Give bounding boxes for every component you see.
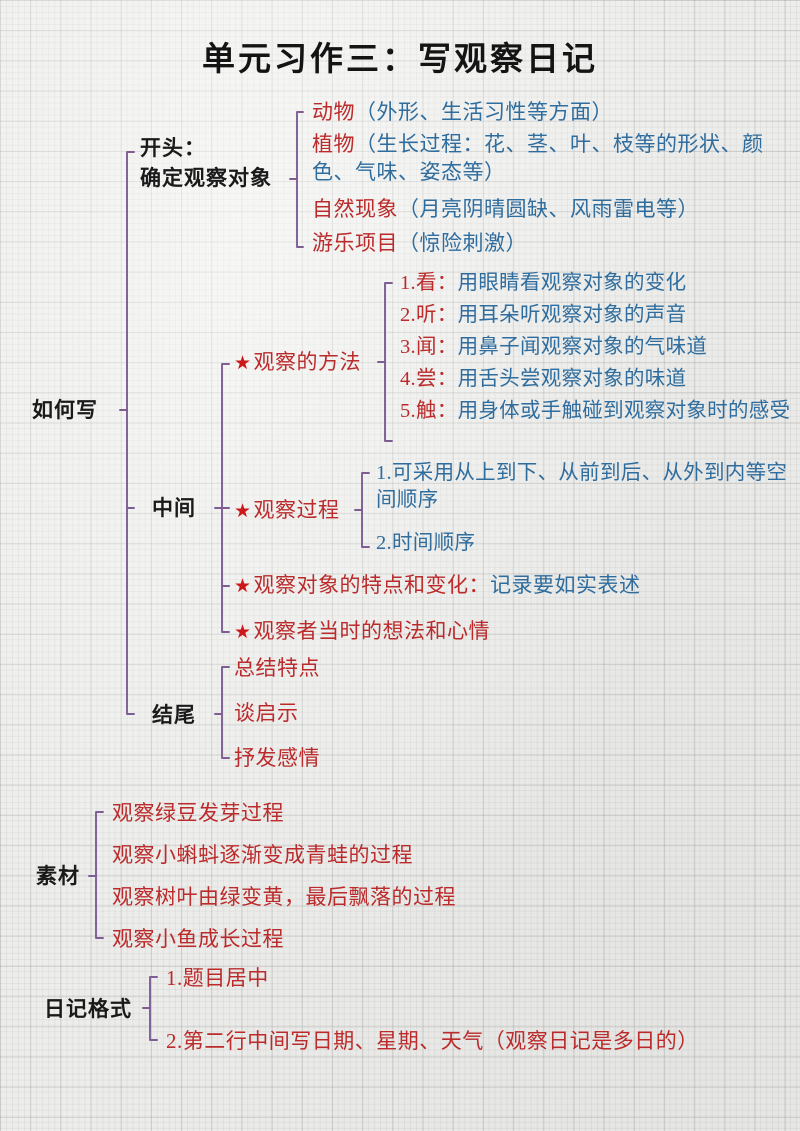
node-observation-methods-label: 观察的方法: [253, 350, 362, 374]
material-item-2: 观察小蝌蚪逐渐变成青蛙的过程: [112, 843, 413, 867]
beginning-item-4: 游乐项目（惊险刺激）: [312, 230, 527, 258]
method-item-5-key: 5.触：: [400, 400, 458, 422]
node-ending: 结尾: [152, 704, 196, 727]
material-item-4: 观察小鱼成长过程: [112, 927, 284, 951]
branch-label-howto: 如何写: [32, 399, 98, 422]
material-item-1: 观察绿豆发芽过程: [112, 801, 284, 825]
node-observer-feelings-label: 观察者当时的想法和心情: [253, 619, 491, 643]
node-beginning-line2: 确定观察对象: [140, 167, 272, 191]
node-observer-feelings: ★观察者当时的想法和心情: [234, 618, 490, 646]
process-item-2: 2.时间顺序: [376, 532, 476, 554]
beginning-item-3-key: 自然现象: [312, 197, 398, 221]
method-item-4-key: 4.尝：: [400, 368, 458, 390]
beginning-item-3: 自然现象（月亮阴晴圆缺、风雨雷电等）: [312, 196, 699, 224]
method-item-3-desc: 用鼻子闻观察对象的气味道: [457, 336, 708, 358]
method-item-4-desc: 用舌头尝观察对象的味道: [457, 368, 687, 390]
method-item-1-desc: 用眼睛看观察对象的变化: [457, 272, 687, 294]
beginning-item-2-desc: （生长过程：花、茎、叶、枝等的形状、颜色、气味、姿态等）: [312, 132, 764, 184]
ending-item-3: 抒发感情: [234, 746, 320, 770]
node-observation-process: ★观察过程: [234, 497, 340, 525]
beginning-item-1-key: 动物: [312, 100, 355, 124]
beginning-item-4-key: 游乐项目: [312, 231, 398, 255]
ending-item-2: 谈启示: [234, 701, 299, 725]
method-item-4: 4.尝：用舌头尝观察对象的味道: [400, 366, 686, 393]
node-observation-methods: ★观察的方法: [234, 349, 361, 377]
ending-item-1: 总结特点: [234, 656, 320, 680]
beginning-item-2-key: 植物: [312, 132, 355, 156]
method-item-5-desc: 用身体或手触碰到观察对象时的感受: [457, 400, 791, 422]
beginning-item-1-desc: （外形、生活习性等方面）: [355, 100, 613, 124]
format-item-2: 2.第二行中间写日期、星期、天气（观察日记是多日的）: [166, 1029, 699, 1053]
beginning-item-1: 动物（外形、生活习性等方面）: [312, 99, 613, 127]
node-observation-process-label: 观察过程: [253, 498, 340, 522]
branch-label-material: 素材: [36, 865, 80, 888]
method-item-5: 5.触：用身体或手触碰到观察对象时的感受: [400, 398, 794, 425]
beginning-item-2: 植物（生长过程：花、茎、叶、枝等的形状、颜色、气味、姿态等）: [312, 131, 794, 186]
beginning-item-4-desc: （惊险刺激）: [398, 231, 527, 255]
node-object-features: ★观察对象的特点和变化：记录要如实表述: [234, 572, 641, 600]
process-item-1: 1.可采用从上到下、从前到后、从外到内等空间顺序: [376, 462, 788, 512]
page-title: 单元习作三：写观察日记: [202, 40, 598, 77]
method-item-2-key: 2.听：: [400, 304, 458, 326]
method-item-2: 2.听：用耳朵听观察对象的声音: [400, 302, 686, 329]
format-item-1: 1.题目居中: [166, 966, 269, 990]
node-object-features-desc: 记录要如实表述: [490, 573, 641, 597]
branch-label-format: 日记格式: [44, 998, 132, 1021]
method-item-3: 3.闻：用鼻子闻观察对象的气味道: [400, 334, 707, 361]
node-middle: 中间: [152, 497, 196, 520]
star-icon: ★: [234, 353, 252, 374]
node-object-features-label: 观察对象的特点和变化：: [253, 573, 491, 597]
star-icon: ★: [234, 501, 252, 522]
node-beginning: 开头： 确定观察对象: [140, 134, 272, 195]
method-item-3-key: 3.闻：: [400, 336, 458, 358]
star-icon: ★: [234, 622, 252, 643]
method-item-2-desc: 用耳朵听观察对象的声音: [457, 304, 687, 326]
beginning-item-3-desc: （月亮阴晴圆缺、风雨雷电等）: [398, 197, 699, 221]
method-item-1-key: 1.看：: [400, 272, 458, 294]
node-beginning-line1: 开头：: [140, 137, 206, 160]
method-item-1: 1.看：用眼睛看观察对象的变化: [400, 270, 686, 297]
star-icon: ★: [234, 576, 252, 597]
material-item-3: 观察树叶由绿变黄，最后飘落的过程: [112, 885, 456, 909]
